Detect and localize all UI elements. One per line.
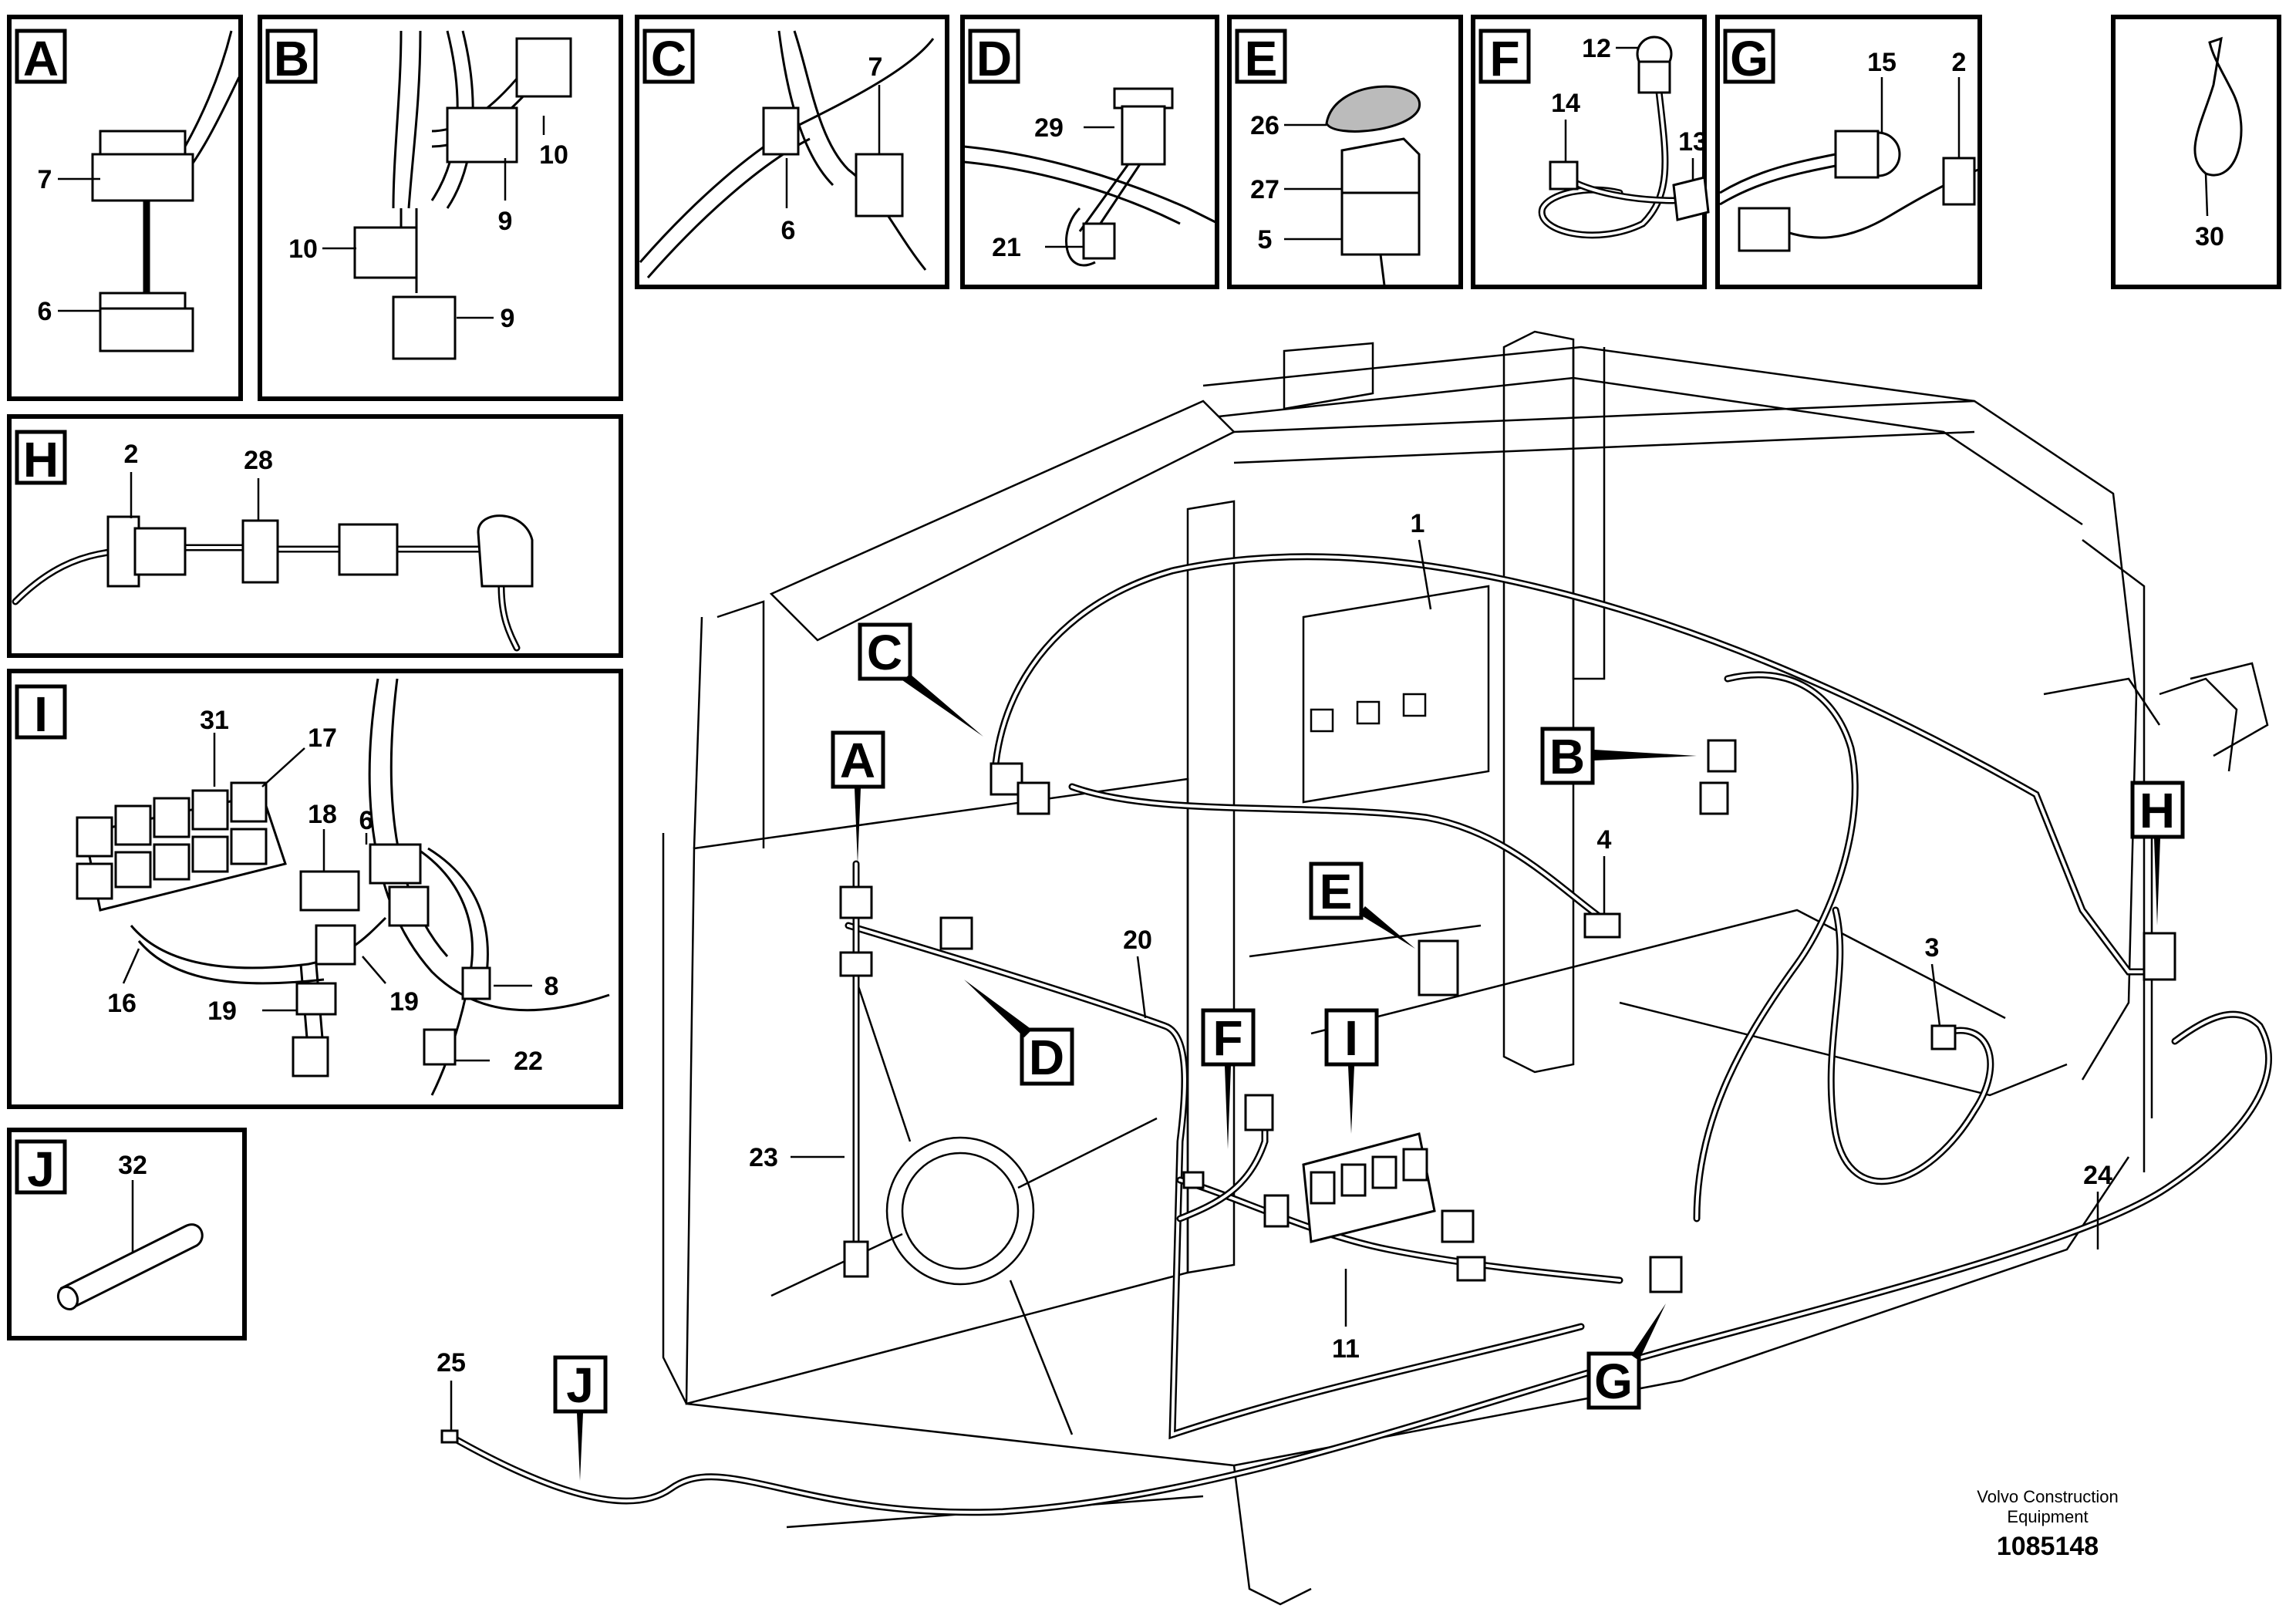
panel-e-callout-5: 5: [1258, 225, 1273, 255]
detail-panel-e: E 26 27 5: [1227, 15, 1463, 289]
panel-h-callout-2: 2: [124, 440, 139, 469]
panel-i-callout-8: 8: [544, 972, 559, 1001]
panel-e-tag: E: [1245, 31, 1278, 86]
panel-b-tag: B: [274, 31, 309, 86]
panel-f-tag: F: [1489, 31, 1519, 86]
panel-h-tag: H: [23, 432, 59, 487]
pointer-tag-b: B: [1549, 729, 1585, 784]
main-connectors: [440, 739, 2176, 1444]
detail-panel-c: C 7 6: [635, 15, 949, 289]
pointer-tag-j: J: [566, 1357, 594, 1413]
footer-credit-line1: Volvo Construction: [1977, 1487, 2118, 1506]
panel-i-callout-17: 17: [308, 723, 337, 753]
panel-f-callout-12: 12: [1582, 34, 1611, 63]
detail-panel-d: D 29 21: [960, 15, 1219, 289]
panel-i-callout-19b: 19: [389, 987, 419, 1017]
panel-d-callout-29: 29: [1034, 113, 1064, 143]
detail-panel-h: H 2 28: [7, 414, 623, 658]
panel-d-callout-21: 21: [992, 233, 1021, 262]
detail-panel-a: A 7 6: [7, 15, 243, 401]
panel-b-callout-10b: 10: [288, 234, 318, 264]
detail-panel-g: G 15 2: [1715, 15, 1982, 289]
panel-e-callout-27: 27: [1250, 175, 1279, 204]
footer-credit-line2: Equipment: [2007, 1507, 2088, 1526]
footer: Volvo Construction Equipment 1085148: [1977, 1487, 2118, 1561]
detail-panel-b: B 10 9 10 9: [258, 15, 623, 401]
panel-h-callout-28: 28: [244, 446, 273, 475]
main-callout-24: 24: [2083, 1161, 2112, 1190]
pointer-tag-e: E: [1320, 864, 1353, 919]
panel-i-callout-16: 16: [107, 989, 137, 1018]
panel-g-callout-2: 2: [1952, 48, 1967, 77]
pointer-tag-a: A: [840, 733, 875, 788]
panel-a-callout-7: 7: [38, 165, 52, 194]
main-callout-4: 4: [1597, 825, 1612, 855]
pointer-tag-c: C: [867, 625, 902, 680]
panel-a-tag: A: [23, 31, 59, 86]
main-callout-20: 20: [1123, 926, 1152, 955]
pointer-tags: A B C D E F G H I J: [553, 622, 2185, 1481]
panel-i-callout-6: 6: [359, 806, 374, 835]
pointer-tag-f: F: [1212, 1010, 1242, 1066]
panel-i-callout-19a: 19: [207, 996, 237, 1026]
main-callout-1: 1: [1411, 509, 1425, 538]
harness-main: [443, 553, 2272, 1516]
pointer-tag-d: D: [1029, 1030, 1064, 1085]
pointer-tag-h: H: [2139, 783, 2175, 838]
detail-panel-i: I 31 17 18 6 8 1: [7, 669, 623, 1109]
panel-f-callout-14: 14: [1551, 89, 1580, 118]
pointer-tag-i: I: [1344, 1010, 1358, 1066]
main-callout-25: 25: [437, 1348, 466, 1378]
panel-c-tag: C: [651, 31, 686, 86]
panel-g-tag: G: [1730, 31, 1768, 86]
panel-i-tag: I: [34, 686, 48, 742]
panel-c-callout-6: 6: [781, 216, 796, 245]
panel-i-callout-22: 22: [514, 1047, 543, 1076]
main-callouts: 1 4 3 20 23 11 24 25: [437, 509, 2112, 1431]
detail-panel-j: J 32: [7, 1128, 247, 1340]
detail-panel-f: F 12 14 13: [1471, 15, 1710, 289]
panel-b-callout-10a: 10: [539, 140, 568, 170]
panel-b-callout-9a: 9: [498, 207, 513, 236]
panel-c-callout-7: 7: [868, 52, 883, 82]
pointer-tag-g: G: [1594, 1354, 1633, 1409]
main-callout-11: 11: [1332, 1334, 1360, 1364]
main-callout-23: 23: [749, 1143, 778, 1172]
panel-i-callout-31: 31: [200, 706, 229, 735]
detail-panel-cable-tie: 30: [2111, 15, 2281, 289]
panel-b-callout-9b: 9: [501, 304, 515, 333]
panel-f-callout-13: 13: [1678, 127, 1708, 157]
panel-g-callout-15: 15: [1867, 48, 1896, 77]
drawing-number: 1085148: [1997, 1532, 2099, 1561]
panel-e-callout-26: 26: [1250, 111, 1279, 140]
panel-tie-callout-30: 30: [2195, 222, 2224, 251]
panel-a-callout-6: 6: [38, 297, 52, 326]
panel-i-callout-18: 18: [308, 800, 337, 829]
panel-j-callout-32: 32: [118, 1151, 147, 1180]
panel-d-tag: D: [976, 31, 1012, 86]
main-callout-3: 3: [1925, 933, 1940, 963]
panel-j-tag: J: [27, 1141, 55, 1197]
